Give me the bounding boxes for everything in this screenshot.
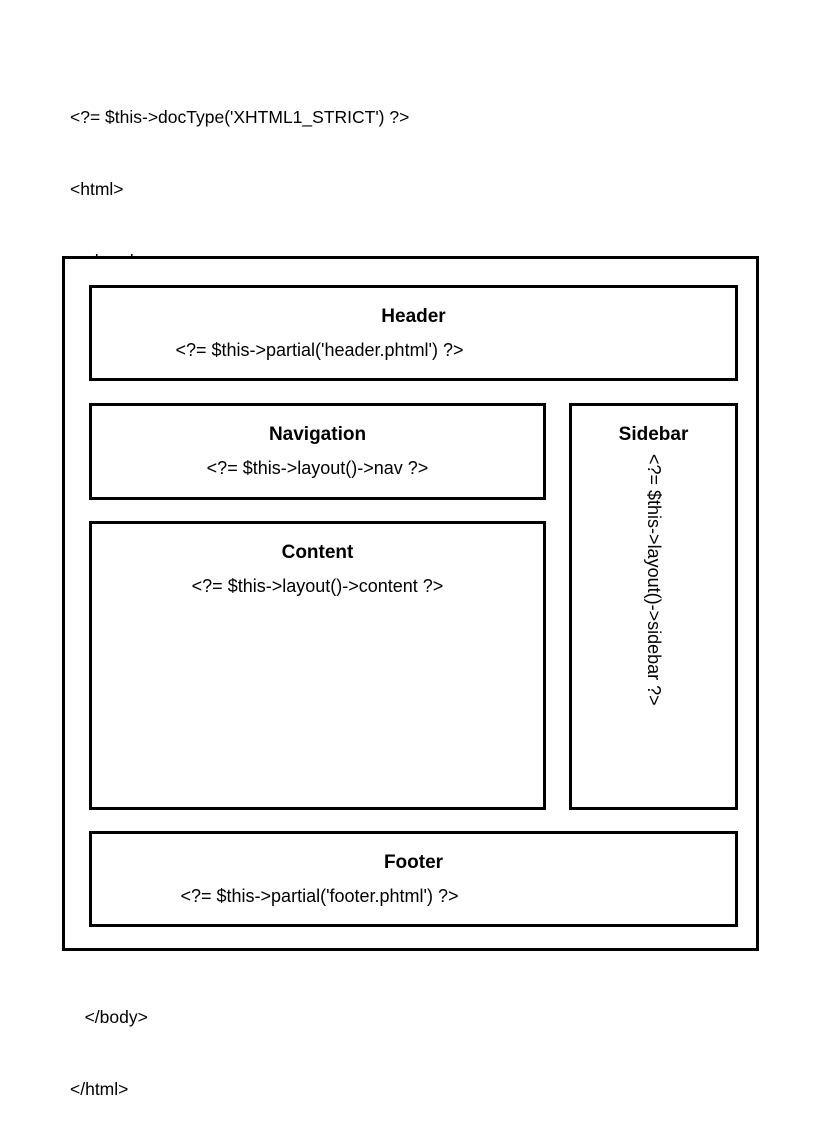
region-footer-title: Footer	[383, 852, 444, 873]
region-header-code: <?= $this->partial('header.phtml') ?>	[175, 340, 464, 360]
code-line: </body>	[70, 1007, 148, 1027]
region-sidebar: Sidebar <?= $this->layout()->sidebar ?>	[569, 403, 738, 810]
region-footer: Footer <?= $this->partial('footer.phtml'…	[89, 831, 738, 927]
region-sidebar-code: <?= $this->layout()->sidebar ?>	[643, 454, 664, 706]
region-sidebar-title: Sidebar	[618, 424, 689, 445]
code-line: <html>	[70, 179, 124, 199]
region-header: Header <?= $this->partial('header.phtml'…	[89, 285, 738, 381]
layout-diagram-container: Header <?= $this->partial('header.phtml'…	[62, 256, 759, 951]
region-content-title: Content	[281, 542, 354, 563]
region-sidebar-code-wrapper: <?= $this->layout()->sidebar ?>	[572, 454, 735, 809]
region-content: Content <?= $this->layout()->content ?>	[89, 521, 546, 810]
code-line: <?= $this->docType('XHTML1_STRICT') ?>	[70, 107, 410, 127]
region-navigation-title: Navigation	[268, 424, 367, 445]
region-footer-code: <?= $this->partial('footer.phtml') ?>	[180, 886, 459, 906]
region-navigation-code: <?= $this->layout()->nav ?>	[206, 458, 429, 478]
region-navigation: Navigation <?= $this->layout()->nav ?>	[89, 403, 546, 500]
region-content-code: <?= $this->layout()->content ?>	[191, 576, 444, 596]
code-line: </html>	[70, 1079, 129, 1099]
code-block-bottom: </body> </html>	[70, 957, 148, 1125]
region-header-title: Header	[381, 306, 446, 327]
